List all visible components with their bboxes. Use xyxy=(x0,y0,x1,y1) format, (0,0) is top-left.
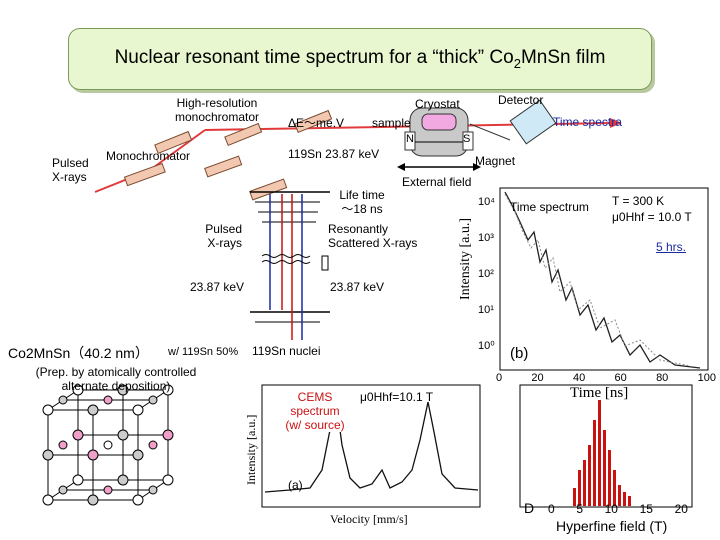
time-spectrum-label: Time spectrum xyxy=(510,200,589,214)
lattice-atoms xyxy=(42,384,174,506)
cems-ylabel: Intensity [a.u.] xyxy=(244,414,258,485)
cems-curve xyxy=(264,399,479,493)
detector-icon xyxy=(509,99,557,145)
isotope-label: 119Sn 23.87 keV xyxy=(288,147,380,161)
enrichment-label: w/ 119Sn 50% xyxy=(168,346,239,358)
magnet-pole-s xyxy=(462,131,474,151)
external-field-label: External field xyxy=(402,175,472,189)
detector-label: Detector xyxy=(498,93,544,107)
time-spectra-label: Time spectra xyxy=(553,115,622,129)
magnet-pole-n xyxy=(404,131,416,151)
time-xlabel: Time [ns] xyxy=(570,385,629,401)
cems-xlabel: Velocity [mm/s] xyxy=(330,512,408,526)
time-spectrum-curve xyxy=(504,191,701,369)
mono-crystal-1 xyxy=(123,162,166,187)
time-ylabel: Intensity [a.u.] xyxy=(458,217,473,300)
page-title: Nuclear resonant time spectrum for a “th… xyxy=(114,47,606,71)
beam-arrowhead xyxy=(610,118,622,128)
hires-crystal-2 xyxy=(224,122,263,147)
energy-left-label: 23.87 keV xyxy=(190,280,245,294)
field-label: μ0Hhf = 10.0 T xyxy=(612,210,692,224)
cems-field-label: μ0Hhf=10.1 T xyxy=(360,390,434,404)
monochromator-label: Monochromator xyxy=(106,149,191,163)
pole-s-label: S xyxy=(463,133,471,145)
hires-crystal-4 xyxy=(294,109,333,134)
time-plot-frame xyxy=(499,187,709,371)
delta-e-label: ΔE～me.V xyxy=(288,116,345,130)
cems-panel-label: (a) xyxy=(288,478,303,492)
life-time-label: Life time～18 ns xyxy=(339,188,385,216)
hf-xlabel: Hyperfine field (T) xyxy=(556,518,668,534)
hires-crystal-3 xyxy=(249,178,288,201)
beam-segment-2 xyxy=(149,129,206,171)
magnet-label: Magnet xyxy=(475,154,516,168)
duration-label: 5 hrs. xyxy=(656,240,687,254)
energy-right-label: 23.87 keV xyxy=(330,280,385,294)
sample-holder xyxy=(421,113,457,131)
time-panel-label: (b) xyxy=(510,345,529,362)
cryostat-label: Cryostat xyxy=(415,97,460,111)
composition-label: Co2MnSn（40.2 nm） xyxy=(8,345,149,361)
time-spectrum-plot xyxy=(499,187,709,371)
temp-label: T = 300 K xyxy=(612,194,665,208)
title-box: Nuclear resonant time spectrum for a “th… xyxy=(68,28,652,90)
pole-n-label: N xyxy=(406,133,414,145)
mono-crystal-2 xyxy=(204,155,243,178)
hf-ylabel: D xyxy=(524,500,535,516)
nuclei-label: 119Sn nuclei xyxy=(252,344,321,358)
hf-bars xyxy=(573,400,631,506)
sample-label: sample xyxy=(372,116,411,130)
hf-distribution-plot xyxy=(519,384,693,508)
hires-crystal-1 xyxy=(154,130,193,155)
